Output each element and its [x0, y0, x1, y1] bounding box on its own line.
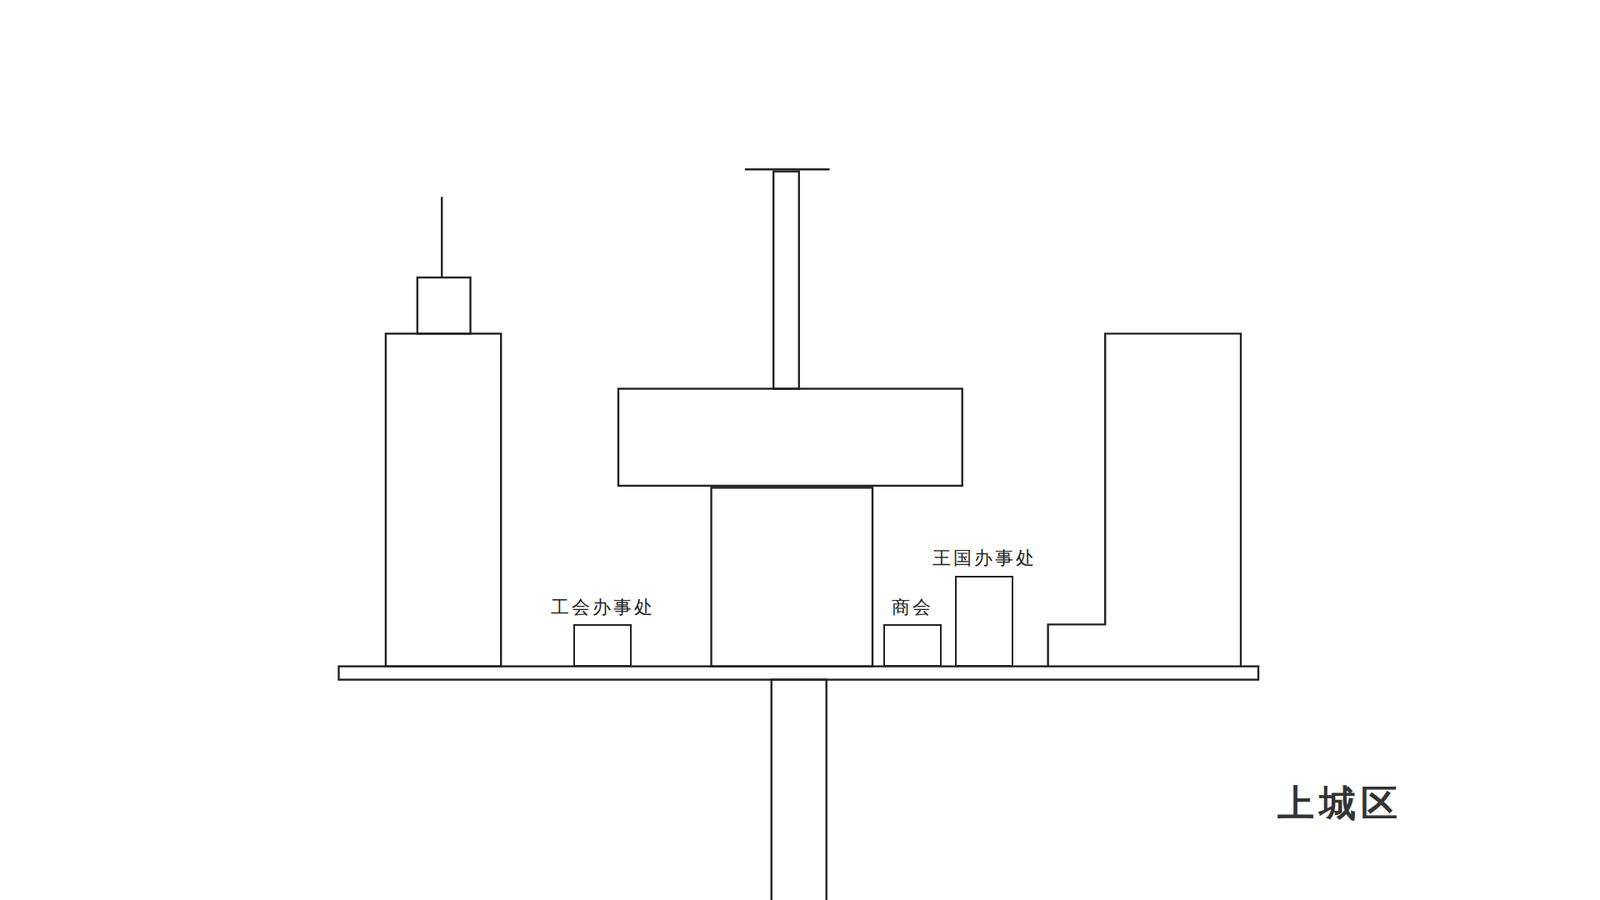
platform	[339, 666, 1260, 680]
right-building	[1048, 333, 1241, 666]
building-name: 工会办事处	[550, 597, 655, 618]
district-name: 上城区	[1277, 783, 1403, 824]
tower-top	[417, 277, 471, 334]
office-building: 工会办事处	[573, 624, 632, 666]
building-name: 王国办事处	[932, 548, 1037, 569]
central-stem	[711, 487, 874, 666]
central-mast	[773, 171, 800, 390]
antenna	[440, 196, 443, 278]
left-tower	[385, 333, 501, 666]
office-building: 王国办事处	[955, 575, 1014, 667]
office-building: 商会	[883, 624, 942, 666]
building-name: 商会	[891, 597, 934, 618]
central-hall	[618, 389, 963, 486]
support-pillar	[771, 680, 827, 900]
mast-crossbar	[745, 168, 830, 170]
